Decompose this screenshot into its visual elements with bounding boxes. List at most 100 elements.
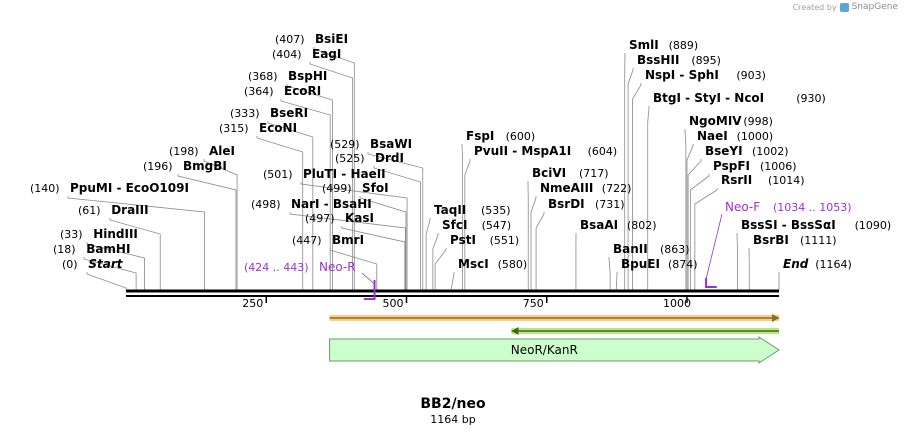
- site-label-bmri[interactable]: (447)BmrI: [292, 233, 364, 247]
- site-label-econi[interactable]: (315)EcoNI: [219, 121, 297, 135]
- site-position: (889): [669, 39, 699, 52]
- site-position: (198): [169, 145, 199, 158]
- enzyme-names: MscI: [458, 257, 489, 271]
- site-label-end[interactable]: End(1164): [783, 257, 852, 271]
- site-position: (604): [588, 145, 618, 158]
- enzyme-names: PluTI - HaeII: [303, 167, 386, 181]
- ruler-tick-label: 250: [242, 297, 263, 310]
- site-position: (404): [272, 48, 302, 61]
- site-label-bseyi[interactable]: BseYI(1002): [705, 144, 789, 158]
- site-label-psti[interactable]: PstI(551): [450, 233, 519, 247]
- enzyme-names: DrdI: [375, 151, 404, 165]
- primer-range: (424 .. 443): [244, 261, 309, 274]
- feature-forward-orf[interactable]: [329, 314, 779, 322]
- enzyme-names: BmgBI: [183, 159, 227, 173]
- site-label-bsrdi[interactable]: BsrDI (731): [548, 197, 625, 211]
- site-label-hindiii[interactable]: (33)HindIII: [60, 227, 138, 241]
- site-leader-line: [684, 129, 687, 290]
- site-label-start[interactable]: (0)Start: [62, 257, 124, 271]
- site-position: (1006): [760, 160, 797, 173]
- site-label-nspi-sphi[interactable]: NspI - SphI(903): [645, 68, 766, 82]
- primers: (424 .. 443)Neo-R Neo-F(1034 .. 1053): [244, 200, 852, 300]
- site-position: (33): [60, 228, 83, 241]
- enzyme-names: BciVI: [532, 166, 566, 180]
- feature-label: NeoR/KanR: [511, 343, 578, 357]
- site-label-bsiei[interactable]: (407) BsiEI: [275, 32, 348, 46]
- site-label-rsrii[interactable]: RsrII(1014): [721, 173, 805, 187]
- site-label-naei[interactable]: NaeI(1000): [697, 129, 773, 143]
- enzyme-names: PvuII - MspA1I: [474, 144, 571, 158]
- site-leader-line: [627, 68, 634, 290]
- site-label-bmgbi[interactable]: (196)BmgBI: [143, 159, 227, 173]
- site-leader-line: [373, 166, 421, 290]
- site-label-bseri[interactable]: (333)BseRI: [230, 106, 308, 120]
- ruler-tick-label: 500: [382, 297, 403, 310]
- site-leader-line: [464, 159, 471, 290]
- site-label-drdi[interactable]: (525)DrdI: [335, 151, 404, 165]
- site-label-smli[interactable]: SmlI(889): [629, 38, 698, 52]
- site-label-pvuii-mspa1i[interactable]: PvuII - MspA1I (604): [474, 144, 617, 158]
- site-position: (497): [305, 212, 335, 225]
- site-position: (930): [796, 92, 826, 105]
- site-label-taqii[interactable]: TaqII(535): [434, 203, 511, 217]
- site-position: (447): [292, 234, 322, 247]
- site-position: (499): [322, 182, 352, 195]
- ruler-tick-label: 1000: [663, 297, 691, 310]
- site-leader-line: [289, 212, 406, 290]
- feature-reverse-orf[interactable]: [511, 327, 779, 335]
- orf-arrow-head: [511, 327, 519, 335]
- enzyme-names: BsrDI: [548, 197, 585, 211]
- enzyme-names: NarI - BsaHI: [291, 197, 372, 211]
- site-label-sfoi[interactable]: (499) SfoI: [322, 181, 389, 195]
- snapgene-name: SnapGene: [851, 2, 898, 12]
- enzyme-names: AleI: [209, 144, 235, 158]
- site-label-nari-bsahi[interactable]: (498)NarI - BsaHI: [251, 197, 372, 211]
- site-position: (535): [481, 204, 511, 217]
- site-label-bsphi[interactable]: (368)BspHI: [248, 69, 327, 83]
- feature-neor-kanr[interactable]: NeoR/KanR: [329, 336, 780, 364]
- site-label-kasi[interactable]: (497)KasI: [305, 211, 374, 225]
- site-position: (863): [660, 243, 690, 256]
- site-leader-line: [689, 174, 710, 290]
- site-label-pluti-haeii[interactable]: (501) PluTI - HaeII: [263, 167, 386, 181]
- site-position: (315): [219, 122, 249, 135]
- site-label-eagi[interactable]: (404)EagI: [272, 47, 341, 61]
- site-position: (407): [275, 33, 305, 46]
- site-label-ppumi-ecoo109i[interactable]: (140)PpuMI - EcoO109I: [30, 181, 189, 195]
- enzyme-names: BseYI: [705, 144, 743, 158]
- site-label-bcivi[interactable]: BciVI(717): [532, 166, 609, 180]
- site-label-draiii[interactable]: (61)DraIII: [78, 203, 149, 217]
- enzyme-names: SfcI: [442, 218, 467, 232]
- enzyme-names: BseRI: [270, 106, 308, 120]
- enzyme-names: BsiEI: [315, 32, 348, 46]
- site-label-pspfi[interactable]: PspFI(1006): [713, 159, 797, 173]
- site-position: (903): [736, 69, 766, 82]
- enzyme-names: SfoI: [362, 181, 389, 195]
- site-label-bsaai[interactable]: BsaAI(802): [580, 218, 657, 232]
- site-position: (731): [595, 198, 625, 211]
- site-label-fspi[interactable]: FspI(600): [466, 129, 535, 143]
- site-label-bamhi[interactable]: (18)BamHI: [53, 242, 130, 256]
- site-label-nmeaiii[interactable]: NmeAIII(722): [540, 181, 631, 195]
- site-label-bpuei[interactable]: BpuEI(874): [621, 257, 698, 271]
- primer-neo-r[interactable]: (424 .. 443)Neo-R: [244, 260, 376, 300]
- site-leader-line: [686, 144, 694, 290]
- site-label-btgi-styi-ncoi[interactable]: BtgI - StyI - NcoI(930): [653, 91, 826, 105]
- site-label-sfci[interactable]: SfcI(547): [442, 218, 511, 232]
- primer-neo-f[interactable]: Neo-F(1034 .. 1053): [705, 200, 852, 288]
- site-label-banii[interactable]: BanII(863): [613, 242, 690, 256]
- snapgene-watermark: Created by SnapGene: [793, 2, 898, 12]
- site-leader-line: [86, 242, 145, 290]
- site-label-msci[interactable]: MscI(580): [458, 257, 527, 271]
- site-leader-line: [177, 174, 237, 290]
- site-label-bsshii[interactable]: BssHII(895): [637, 53, 721, 67]
- site-label-bsrbi[interactable]: BsrBI(1111): [753, 233, 837, 247]
- site-position: (501): [263, 168, 293, 181]
- site-label-bsawi[interactable]: (529)BsaWI: [330, 137, 412, 151]
- site-label-alei[interactable]: (198) AleI: [169, 144, 235, 158]
- site-leader-line: [300, 182, 408, 290]
- site-label-ecori[interactable]: (364)EcoRI: [244, 84, 321, 98]
- site-label-bsssi-bsss-i[interactable]: BssSI - BssSαI(1090): [741, 218, 891, 232]
- site-label-ngomiv[interactable]: NgoMIV(998): [689, 114, 773, 128]
